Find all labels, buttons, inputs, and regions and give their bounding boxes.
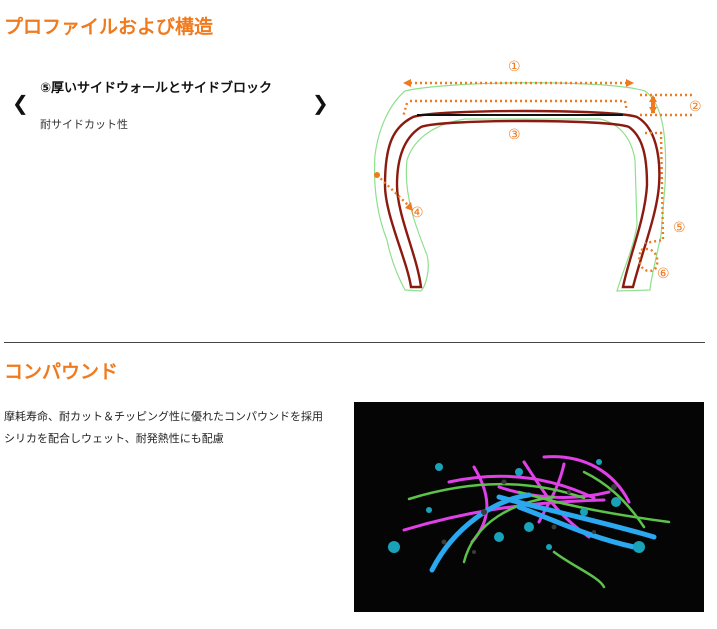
slide-title: ⑤厚いサイドウォールとサイドブロック <box>40 81 273 96</box>
section-divider <box>4 342 705 343</box>
label-2: ② <box>689 99 702 115</box>
label-6: ⑥ <box>657 266 670 282</box>
blue-strands <box>429 492 657 573</box>
slide-description: 耐サイドカット性 <box>40 118 128 131</box>
compound-description-1: 摩耗寿命、耐カット＆チッピング性に優れたコンパウンドを採用 <box>4 410 323 423</box>
dimension-markers <box>376 81 695 273</box>
label-3: ③ <box>508 127 521 143</box>
tire-profile-diagram: ① ② ③ ④ ⑤ ⑥ <box>373 59 702 292</box>
label-1: ① <box>508 59 521 75</box>
carbon-particles <box>441 479 617 554</box>
label-4: ④ <box>411 205 424 221</box>
silica-spheres <box>388 459 645 553</box>
label-5: ⑤ <box>673 220 686 236</box>
chevron-left-icon[interactable]: ❮ <box>12 91 29 115</box>
tire-outer-outline <box>373 82 667 292</box>
compound-description-2: シリカを配合しウェット、耐発熱性にも配慮 <box>4 432 224 445</box>
compound-section-title: コンパウンド <box>4 361 119 383</box>
chevron-right-icon[interactable]: ❯ <box>312 91 329 115</box>
arrow-heads <box>374 79 657 211</box>
tire-casing <box>383 109 661 289</box>
feature-carousel: ❮ ⑤厚いサイドウォールとサイドブロック 耐サイドカット性 ❯ <box>0 60 340 160</box>
profile-section-title: プロファイルおよび構造 <box>4 16 214 38</box>
compound-molecule-image <box>354 402 704 612</box>
